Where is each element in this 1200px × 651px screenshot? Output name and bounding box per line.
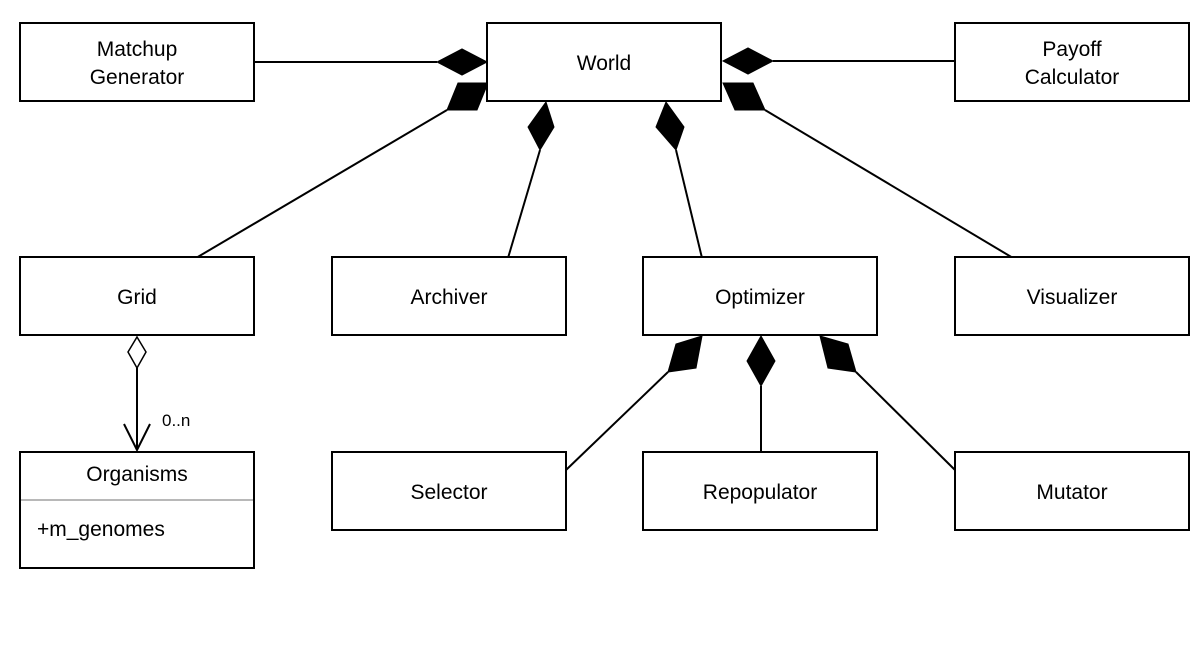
edge-world-archiver — [507, 149, 541, 259]
class-archiver: Archiver — [331, 256, 567, 336]
composition-diamond-icon — [721, 47, 775, 75]
multiplicity-label: 0..n — [162, 411, 190, 430]
class-label: Calculator — [1025, 66, 1120, 89]
class-visualizer: Visualizer — [954, 256, 1190, 336]
composition-diamond-icon — [446, 82, 489, 111]
class-label: Optimizer — [715, 286, 805, 309]
aggregation-diamond-icon — [127, 335, 147, 370]
class-label: World — [577, 52, 631, 75]
class-attribute: +m_genomes — [37, 518, 165, 541]
composition-diamond-icon — [819, 335, 857, 373]
class-repopulator: Repopulator — [642, 451, 878, 531]
class-matchup-generator: Matchup Generator — [19, 22, 255, 102]
class-label: Grid — [117, 286, 157, 309]
class-label: Archiver — [410, 286, 487, 309]
composition-diamond-icon — [655, 100, 685, 151]
class-world: World — [486, 22, 722, 102]
class-payoff-calculator: Payoff Calculator — [954, 22, 1190, 102]
class-label: Generator — [90, 66, 185, 89]
class-label: Selector — [410, 481, 487, 504]
class-grid: Grid — [19, 256, 255, 336]
class-organisms: Organisms +m_genomes — [19, 451, 255, 569]
class-optimizer: Optimizer — [642, 256, 878, 336]
edge-optimizer-mutator — [855, 371, 956, 471]
composition-diamond-icon — [722, 82, 766, 111]
edge-world-grid — [195, 109, 448, 259]
composition-diamond-icon — [527, 100, 555, 152]
class-label: Matchup — [97, 38, 178, 61]
class-mutator: Mutator — [954, 451, 1190, 531]
class-label: Visualizer — [1027, 286, 1118, 309]
class-label: Mutator — [1036, 481, 1107, 504]
class-label: Repopulator — [703, 481, 817, 504]
class-label: Payoff — [1042, 38, 1101, 61]
composition-diamond-icon — [746, 334, 776, 388]
composition-diamond-icon — [667, 335, 703, 373]
class-selector: Selector — [331, 451, 567, 531]
edge-optimizer-selector — [565, 371, 669, 471]
composition-diamond-icon — [435, 48, 489, 76]
class-label: Organisms — [86, 463, 188, 486]
edge-world-optimizer — [675, 149, 703, 259]
edge-world-visualizer — [764, 109, 1014, 259]
arrowhead-icon — [123, 423, 151, 453]
